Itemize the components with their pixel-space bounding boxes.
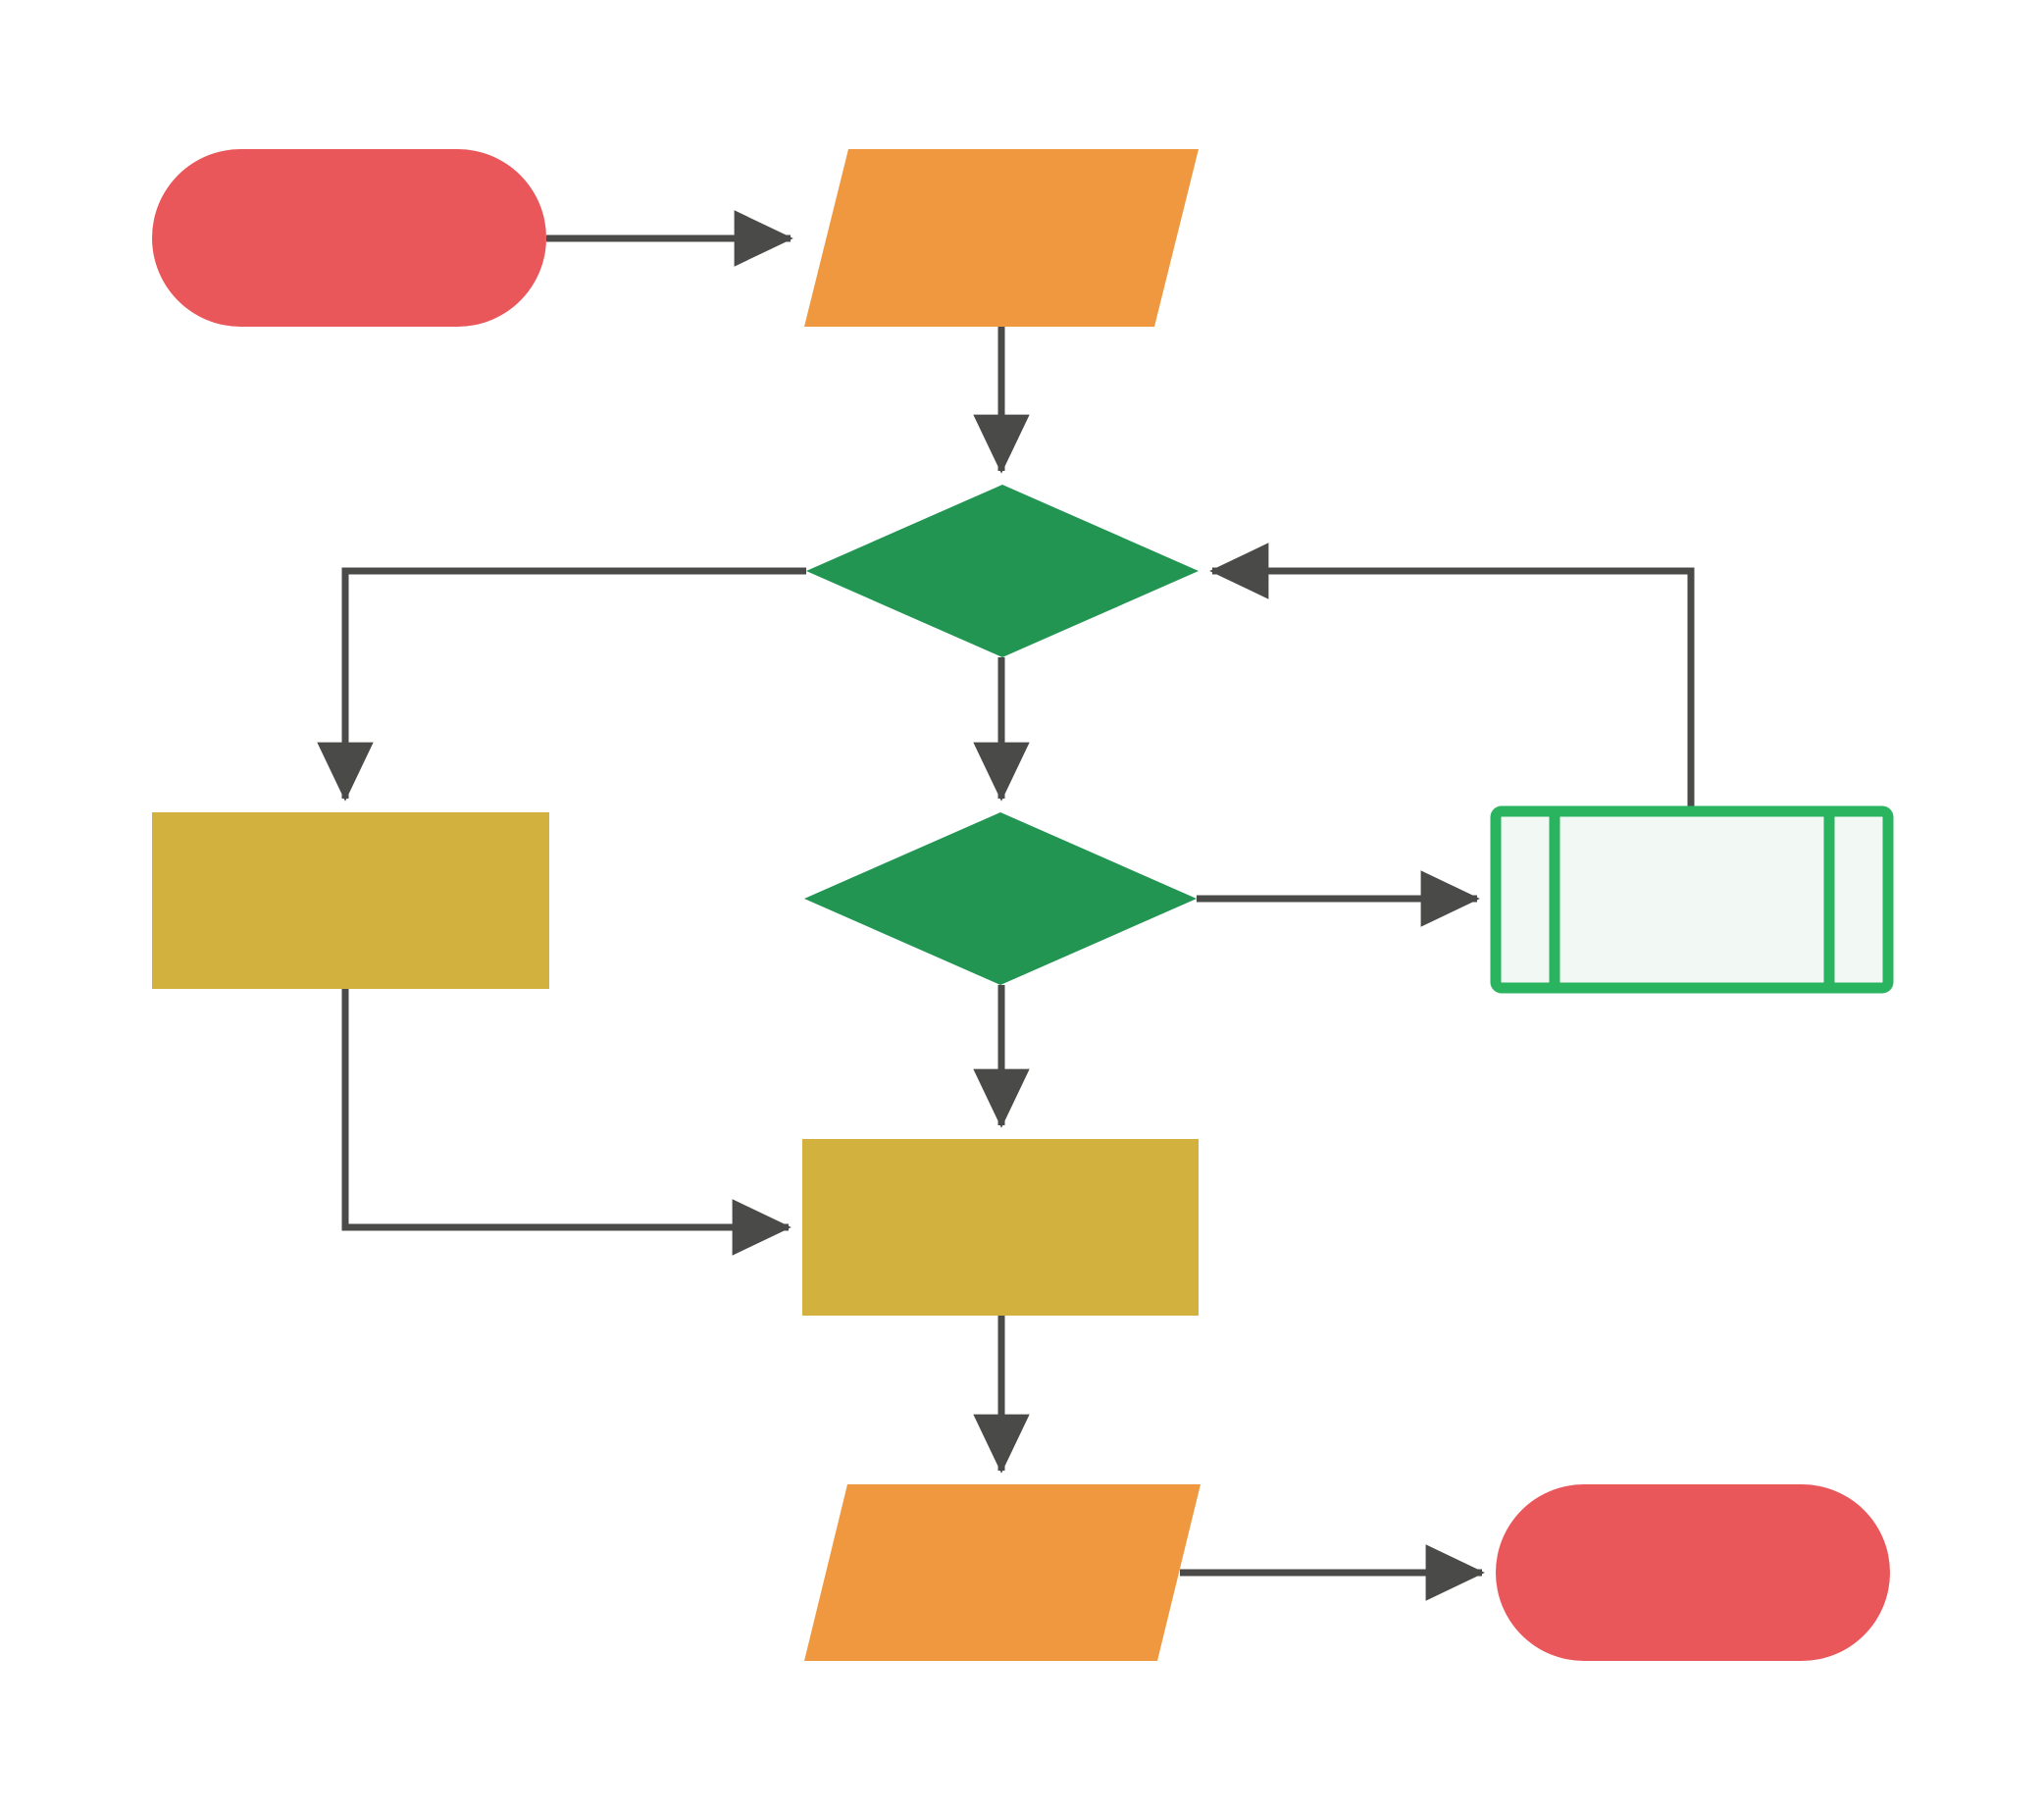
node-decision-1[interactable]: [806, 485, 1199, 657]
edge-subroutine-to-decision-1: [1209, 543, 1695, 806]
node-process-1[interactable]: [152, 812, 549, 989]
edge-process-1-to-process-2: [341, 989, 792, 1256]
node-start[interactable]: [152, 149, 546, 327]
node-subroutine[interactable]: [1490, 805, 1894, 994]
start-terminator-shape[interactable]: [152, 149, 546, 327]
node-input[interactable]: [804, 149, 1199, 327]
node-output[interactable]: [804, 1484, 1201, 1661]
connector-layer: [317, 210, 1695, 1601]
node-process-2[interactable]: [802, 1139, 1199, 1316]
edge-decision-1-to-process-1: [317, 567, 806, 802]
decision-2-diamond-shape[interactable]: [804, 812, 1197, 985]
node-decision-2[interactable]: [804, 812, 1197, 985]
subroutine-outer-shape[interactable]: [1490, 805, 1894, 994]
end-terminator-shape[interactable]: [1496, 1484, 1890, 1661]
node-end[interactable]: [1496, 1484, 1890, 1661]
output-parallelogram-shape[interactable]: [804, 1484, 1201, 1661]
input-parallelogram-shape[interactable]: [804, 149, 1199, 327]
decision-1-diamond-shape[interactable]: [806, 485, 1199, 657]
process-2-rectangle-shape[interactable]: [802, 1139, 1199, 1316]
process-1-rectangle-shape[interactable]: [152, 812, 549, 989]
